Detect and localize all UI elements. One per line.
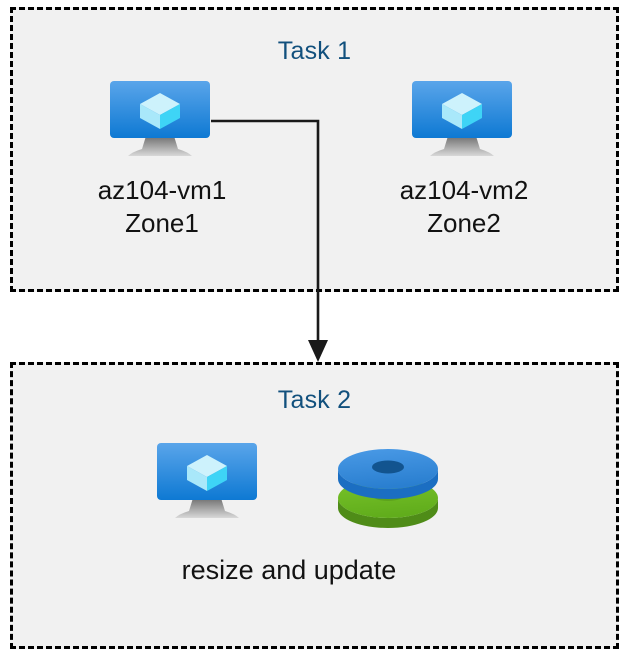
vm2-label: az104-vm2 Zone2 [349,174,579,240]
vm1-label: az104-vm1 Zone1 [47,174,277,240]
virtual-machine-icon-task2 [155,441,259,525]
task-2-caption: resize and update [181,555,397,585]
vm1-label-line1: az104-vm1 [97,175,227,205]
vm2-label-line1: az104-vm2 [399,175,529,205]
virtual-machine-icon-vm2 [410,79,514,163]
virtual-machine-icon-vm1 [108,79,212,163]
managed-disks-icon [335,443,441,529]
task-1-container: Task 1 [10,7,619,292]
vm2-label-line2: Zone2 [427,208,501,238]
vm1-label-line2: Zone1 [125,208,199,238]
task-2-container: Task 2 [10,362,619,649]
arrowhead-icon [308,340,328,362]
task-2-title: Task 2 [277,386,352,414]
task-1-title: Task 1 [277,37,352,65]
